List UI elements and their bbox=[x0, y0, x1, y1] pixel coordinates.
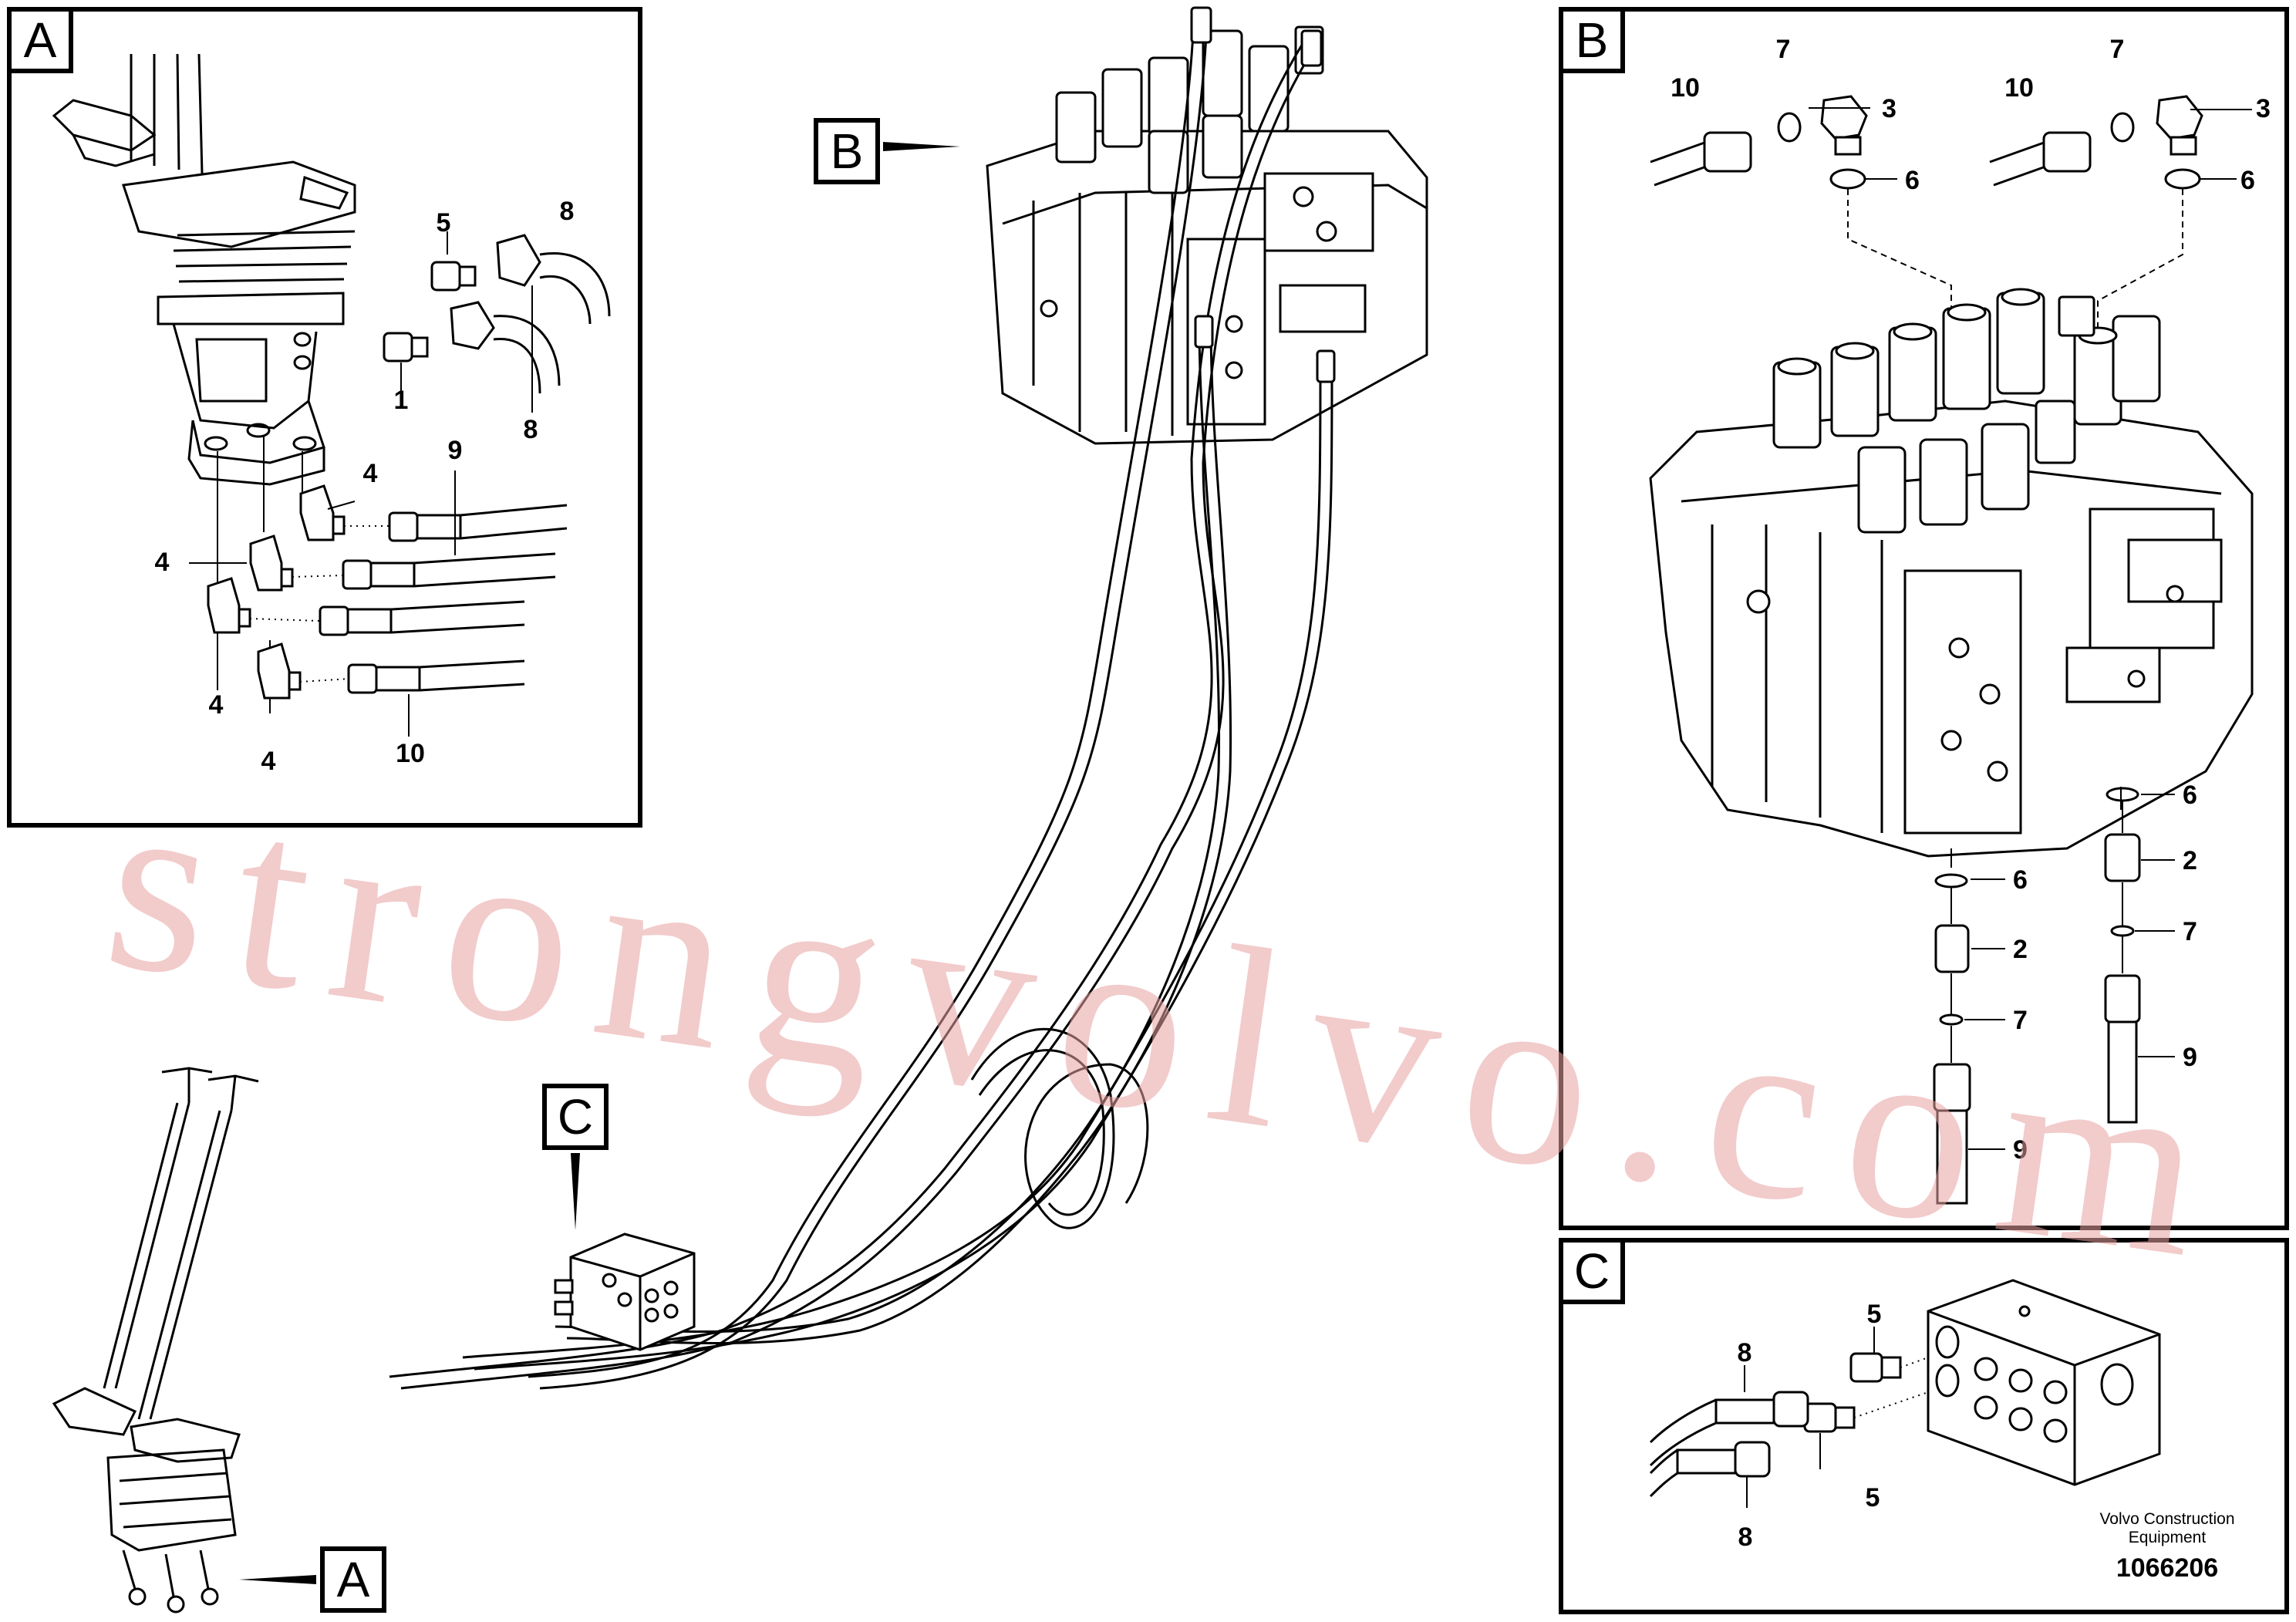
hose-fittings-main bbox=[1190, 6, 1336, 383]
callout-5: 5 bbox=[1866, 1483, 1880, 1512]
fittings-a bbox=[207, 234, 611, 700]
company-name-line2: Equipment bbox=[2129, 1529, 2207, 1546]
pilot-valve-a-drawing bbox=[52, 53, 356, 713]
view-c-tag-box bbox=[1559, 1238, 1625, 1304]
view-a-panel: A bbox=[7, 7, 642, 828]
callout-10: 10 bbox=[396, 739, 425, 768]
view-b-labels: 10 7 3 6 10 7 3 6 6 2 7 9 6 2 7 9 bbox=[1671, 35, 2271, 1165]
main-callout-a: A bbox=[239, 1546, 386, 1613]
callout-9: 9 bbox=[448, 436, 463, 465]
control-valve-main bbox=[986, 25, 1428, 445]
callout-2: 2 bbox=[2183, 846, 2197, 875]
view-a-labels: 5 8 1 8 4 9 4 4 4 10 bbox=[155, 197, 575, 776]
view-c-panel: C 5 8 5 bbox=[1559, 1238, 2289, 1614]
company-name-line1: Volvo Construction bbox=[2099, 1510, 2234, 1528]
block-c-detail bbox=[1927, 1279, 2161, 1486]
callout-8: 8 bbox=[560, 197, 575, 226]
callout-8: 8 bbox=[1738, 1338, 1752, 1367]
callout-a-letter: A bbox=[337, 1552, 370, 1607]
control-valve-b bbox=[1649, 288, 2254, 858]
callout-9: 9 bbox=[2013, 1135, 2028, 1165]
callout-8: 8 bbox=[1738, 1523, 1753, 1552]
callout-c-letter: C bbox=[558, 1089, 593, 1145]
callout-8: 8 bbox=[524, 415, 538, 444]
view-b-panel: B bbox=[1559, 7, 2289, 1230]
document-number: 1066206 bbox=[2116, 1553, 2218, 1583]
callout-5: 5 bbox=[437, 208, 451, 238]
callout-4: 4 bbox=[363, 459, 378, 488]
main-callout-c: C bbox=[542, 1084, 609, 1230]
callout-4: 4 bbox=[261, 747, 276, 776]
callout-6: 6 bbox=[2183, 781, 2197, 810]
callout-6: 6 bbox=[1905, 166, 1920, 195]
main-callout-b: B bbox=[814, 118, 960, 184]
block-c-main bbox=[554, 1233, 696, 1351]
callout-7: 7 bbox=[1776, 35, 1791, 64]
view-a-tag-box bbox=[7, 7, 73, 73]
callout-2: 2 bbox=[2013, 935, 2028, 964]
callout-b-letter: B bbox=[831, 123, 864, 179]
callout-7: 7 bbox=[2183, 917, 2197, 946]
view-a-tag: A bbox=[24, 12, 57, 68]
view-b-lower-fittings bbox=[1933, 787, 2175, 1205]
callout-5: 5 bbox=[1867, 1300, 1882, 1329]
callout-3: 3 bbox=[2256, 94, 2271, 123]
callout-7: 7 bbox=[2110, 35, 2125, 64]
view-c-labels: 5 8 5 8 bbox=[1738, 1300, 1882, 1552]
footer: Volvo Construction Equipment 1066206 bbox=[2099, 1510, 2234, 1583]
callout-3: 3 bbox=[1882, 94, 1896, 123]
callout-9: 9 bbox=[2183, 1043, 2197, 1072]
view-b-top-fittings bbox=[1650, 95, 2252, 332]
callout-4: 4 bbox=[209, 690, 224, 720]
callout-10: 10 bbox=[2004, 73, 2034, 103]
pilot-valve-main bbox=[52, 1067, 259, 1614]
callout-6: 6 bbox=[2240, 166, 2255, 195]
callout-1: 1 bbox=[394, 386, 409, 415]
callout-6: 6 bbox=[2013, 865, 2028, 895]
view-c-tag: C bbox=[1574, 1243, 1610, 1299]
hoses-a bbox=[189, 231, 568, 737]
view-b-tag: B bbox=[1576, 12, 1609, 68]
view-c-fittings bbox=[1649, 1327, 1929, 1508]
main-assembly bbox=[52, 6, 1428, 1614]
callout-4: 4 bbox=[155, 548, 170, 577]
hose-bundle-main bbox=[389, 15, 1333, 1390]
callout-7: 7 bbox=[2013, 1006, 2028, 1035]
callout-10: 10 bbox=[1671, 73, 1700, 103]
view-b-tag-box bbox=[1559, 7, 1625, 73]
